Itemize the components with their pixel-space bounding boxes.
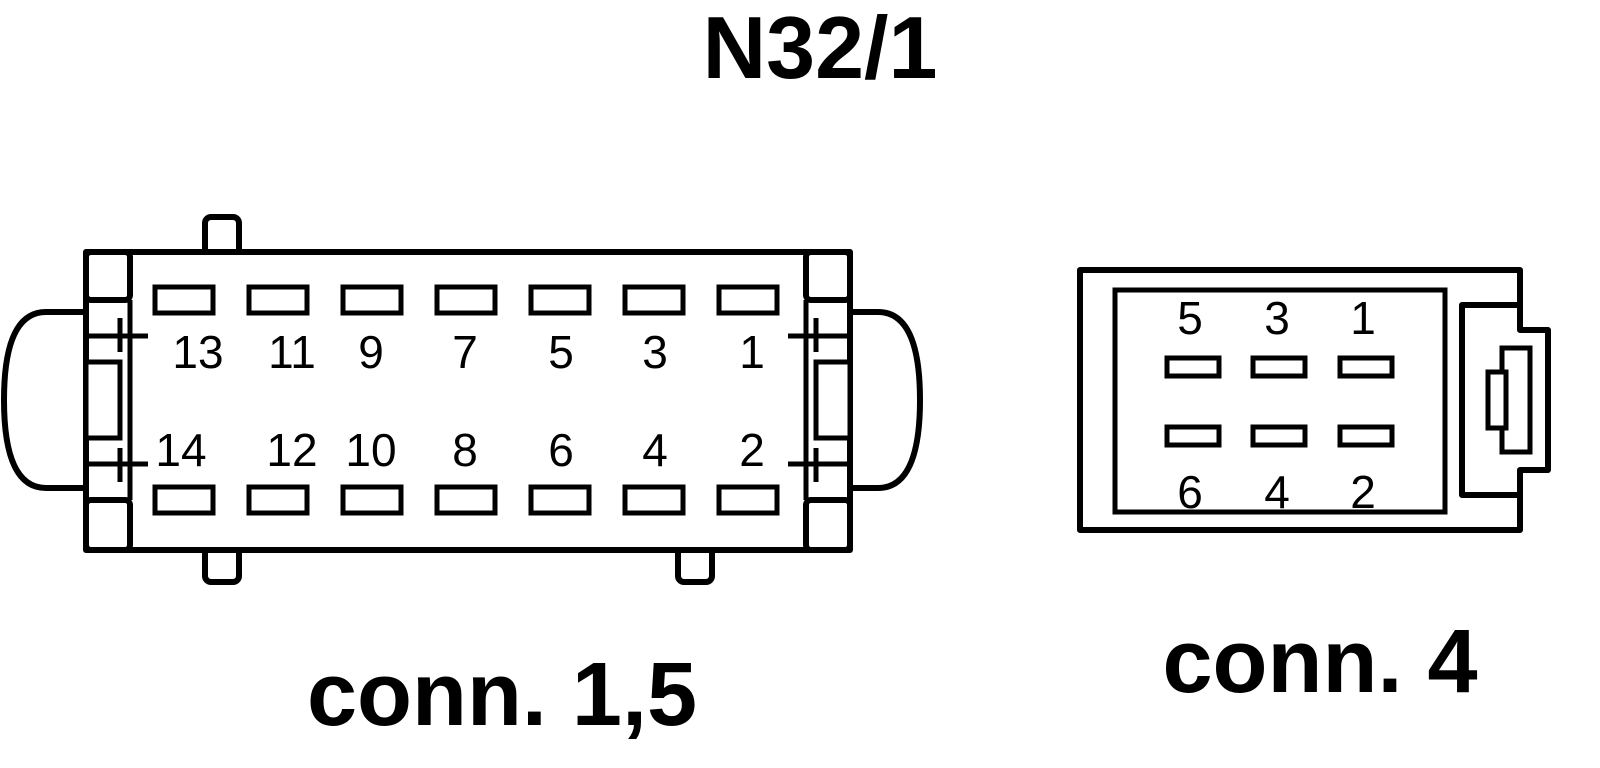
pin-8 <box>434 484 498 516</box>
pin-10 <box>340 484 404 516</box>
left-slot <box>83 359 123 441</box>
pin-label: 8 <box>452 424 478 476</box>
pin-13 <box>152 284 216 316</box>
pin-3 <box>1250 355 1308 379</box>
pin-7 <box>434 284 498 316</box>
pin-label: 5 <box>548 326 574 378</box>
pin-4 <box>622 484 686 516</box>
pin-label: 11 <box>268 326 316 378</box>
pin-5 <box>528 284 592 316</box>
pin-label: 14 <box>155 424 206 476</box>
pin-2 <box>716 484 780 516</box>
pin-label: 12 <box>266 424 317 476</box>
connector-label: conn. 1,5 <box>307 645 697 745</box>
pin-6 <box>1164 424 1222 448</box>
corner-block <box>83 497 133 553</box>
pin-label: 2 <box>739 424 765 476</box>
pin-label: 4 <box>1264 466 1290 518</box>
pin-3 <box>622 284 686 316</box>
pin-label: 7 <box>452 326 478 378</box>
pin-label: 3 <box>1264 292 1290 344</box>
inner-panel <box>1112 287 1448 515</box>
right-guide <box>788 318 850 482</box>
pin-4 <box>1250 424 1308 448</box>
pin-label: 10 <box>345 424 396 476</box>
pin-label: 13 <box>172 326 223 378</box>
pin-1 <box>1337 355 1395 379</box>
corner-block <box>83 249 133 303</box>
pin-label: 5 <box>1177 292 1203 344</box>
pin-label: 3 <box>642 326 668 378</box>
pin-11 <box>246 284 310 316</box>
right-latch <box>838 309 923 491</box>
pin-label: 6 <box>548 424 574 476</box>
connector-1-5: 13 11 9 7 5 3 1 14 12 10 8 6 4 2 <box>1 214 923 585</box>
pin-label: 2 <box>1350 466 1376 518</box>
pin-9 <box>340 284 404 316</box>
corner-block <box>803 249 853 303</box>
pin-1 <box>716 284 780 316</box>
diagram-title: N32/1 <box>703 0 938 97</box>
connector-4: 5 3 1 6 4 2 <box>1077 267 1551 533</box>
left-latch <box>1 309 86 491</box>
pin-label: 1 <box>1350 292 1376 344</box>
connector-label: conn. 4 <box>1162 612 1477 712</box>
pin-6 <box>528 484 592 516</box>
left-guide <box>86 318 148 482</box>
pin-label: 4 <box>642 424 668 476</box>
latch-inner <box>1485 369 1509 431</box>
corner-block <box>803 497 853 553</box>
pin-label: 9 <box>358 326 384 378</box>
pin-label: 6 <box>1177 466 1203 518</box>
pin-14 <box>152 484 216 516</box>
pin-label: 1 <box>739 326 765 378</box>
pin-2 <box>1337 424 1395 448</box>
pin-12 <box>246 484 310 516</box>
right-slot <box>813 359 853 441</box>
pin-5 <box>1164 355 1222 379</box>
